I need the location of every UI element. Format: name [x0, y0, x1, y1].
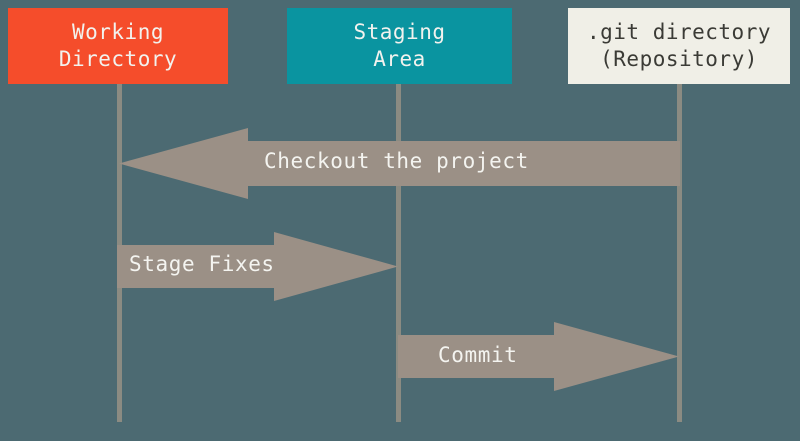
- node-staging-area-line2: Area: [373, 47, 426, 71]
- lifeline-staging-area: [396, 84, 401, 422]
- node-staging-area-line1: Staging: [353, 19, 446, 44]
- lifeline-git-directory: [677, 84, 682, 422]
- arrow-label-checkout: Checkout the project: [264, 149, 529, 173]
- node-git-directory-line2: (Repository): [600, 47, 758, 71]
- node-working-directory-line2: Directory: [58, 47, 178, 71]
- node-staging-area: Staging Area: [287, 8, 512, 84]
- node-git-directory-line1: .git directory: [586, 19, 771, 44]
- arrow-label-stage-fixes: Stage Fixes: [129, 252, 275, 276]
- arrow-label-commit: Commit: [438, 343, 518, 367]
- node-working-directory-line1: Working: [71, 19, 164, 44]
- node-working-directory: Working Directory: [8, 8, 228, 84]
- node-git-directory: .git directory (Repository): [568, 8, 790, 84]
